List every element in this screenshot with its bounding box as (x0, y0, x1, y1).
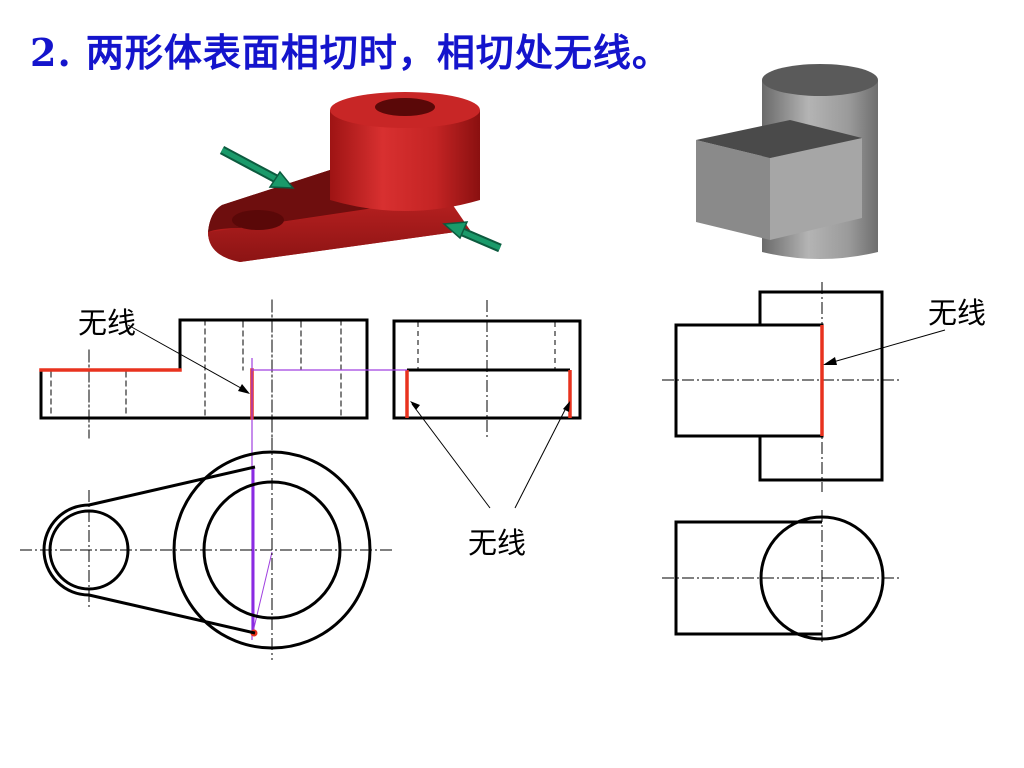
gray-solid-3d (696, 64, 878, 259)
red-solid-3d (208, 92, 480, 262)
label-no-line-front: 无线 (78, 306, 137, 340)
right-lower-view (662, 510, 900, 645)
leader-arrowheads (238, 384, 570, 412)
center-lines (88, 299, 273, 439)
label-no-line-right: 无线 (928, 296, 987, 330)
hidden-lines (50, 319, 342, 419)
leader-lines (127, 324, 569, 509)
green-arrow-icon (219, 146, 295, 189)
slide-title: 2. 两形体表面相切时，相切处无线。 (30, 30, 671, 75)
green-arrow-icon (442, 221, 502, 253)
label-no-line-side: 无线 (468, 526, 527, 560)
top-view (20, 438, 395, 660)
right-upper-view (662, 282, 946, 492)
projection-lines (250, 358, 407, 640)
